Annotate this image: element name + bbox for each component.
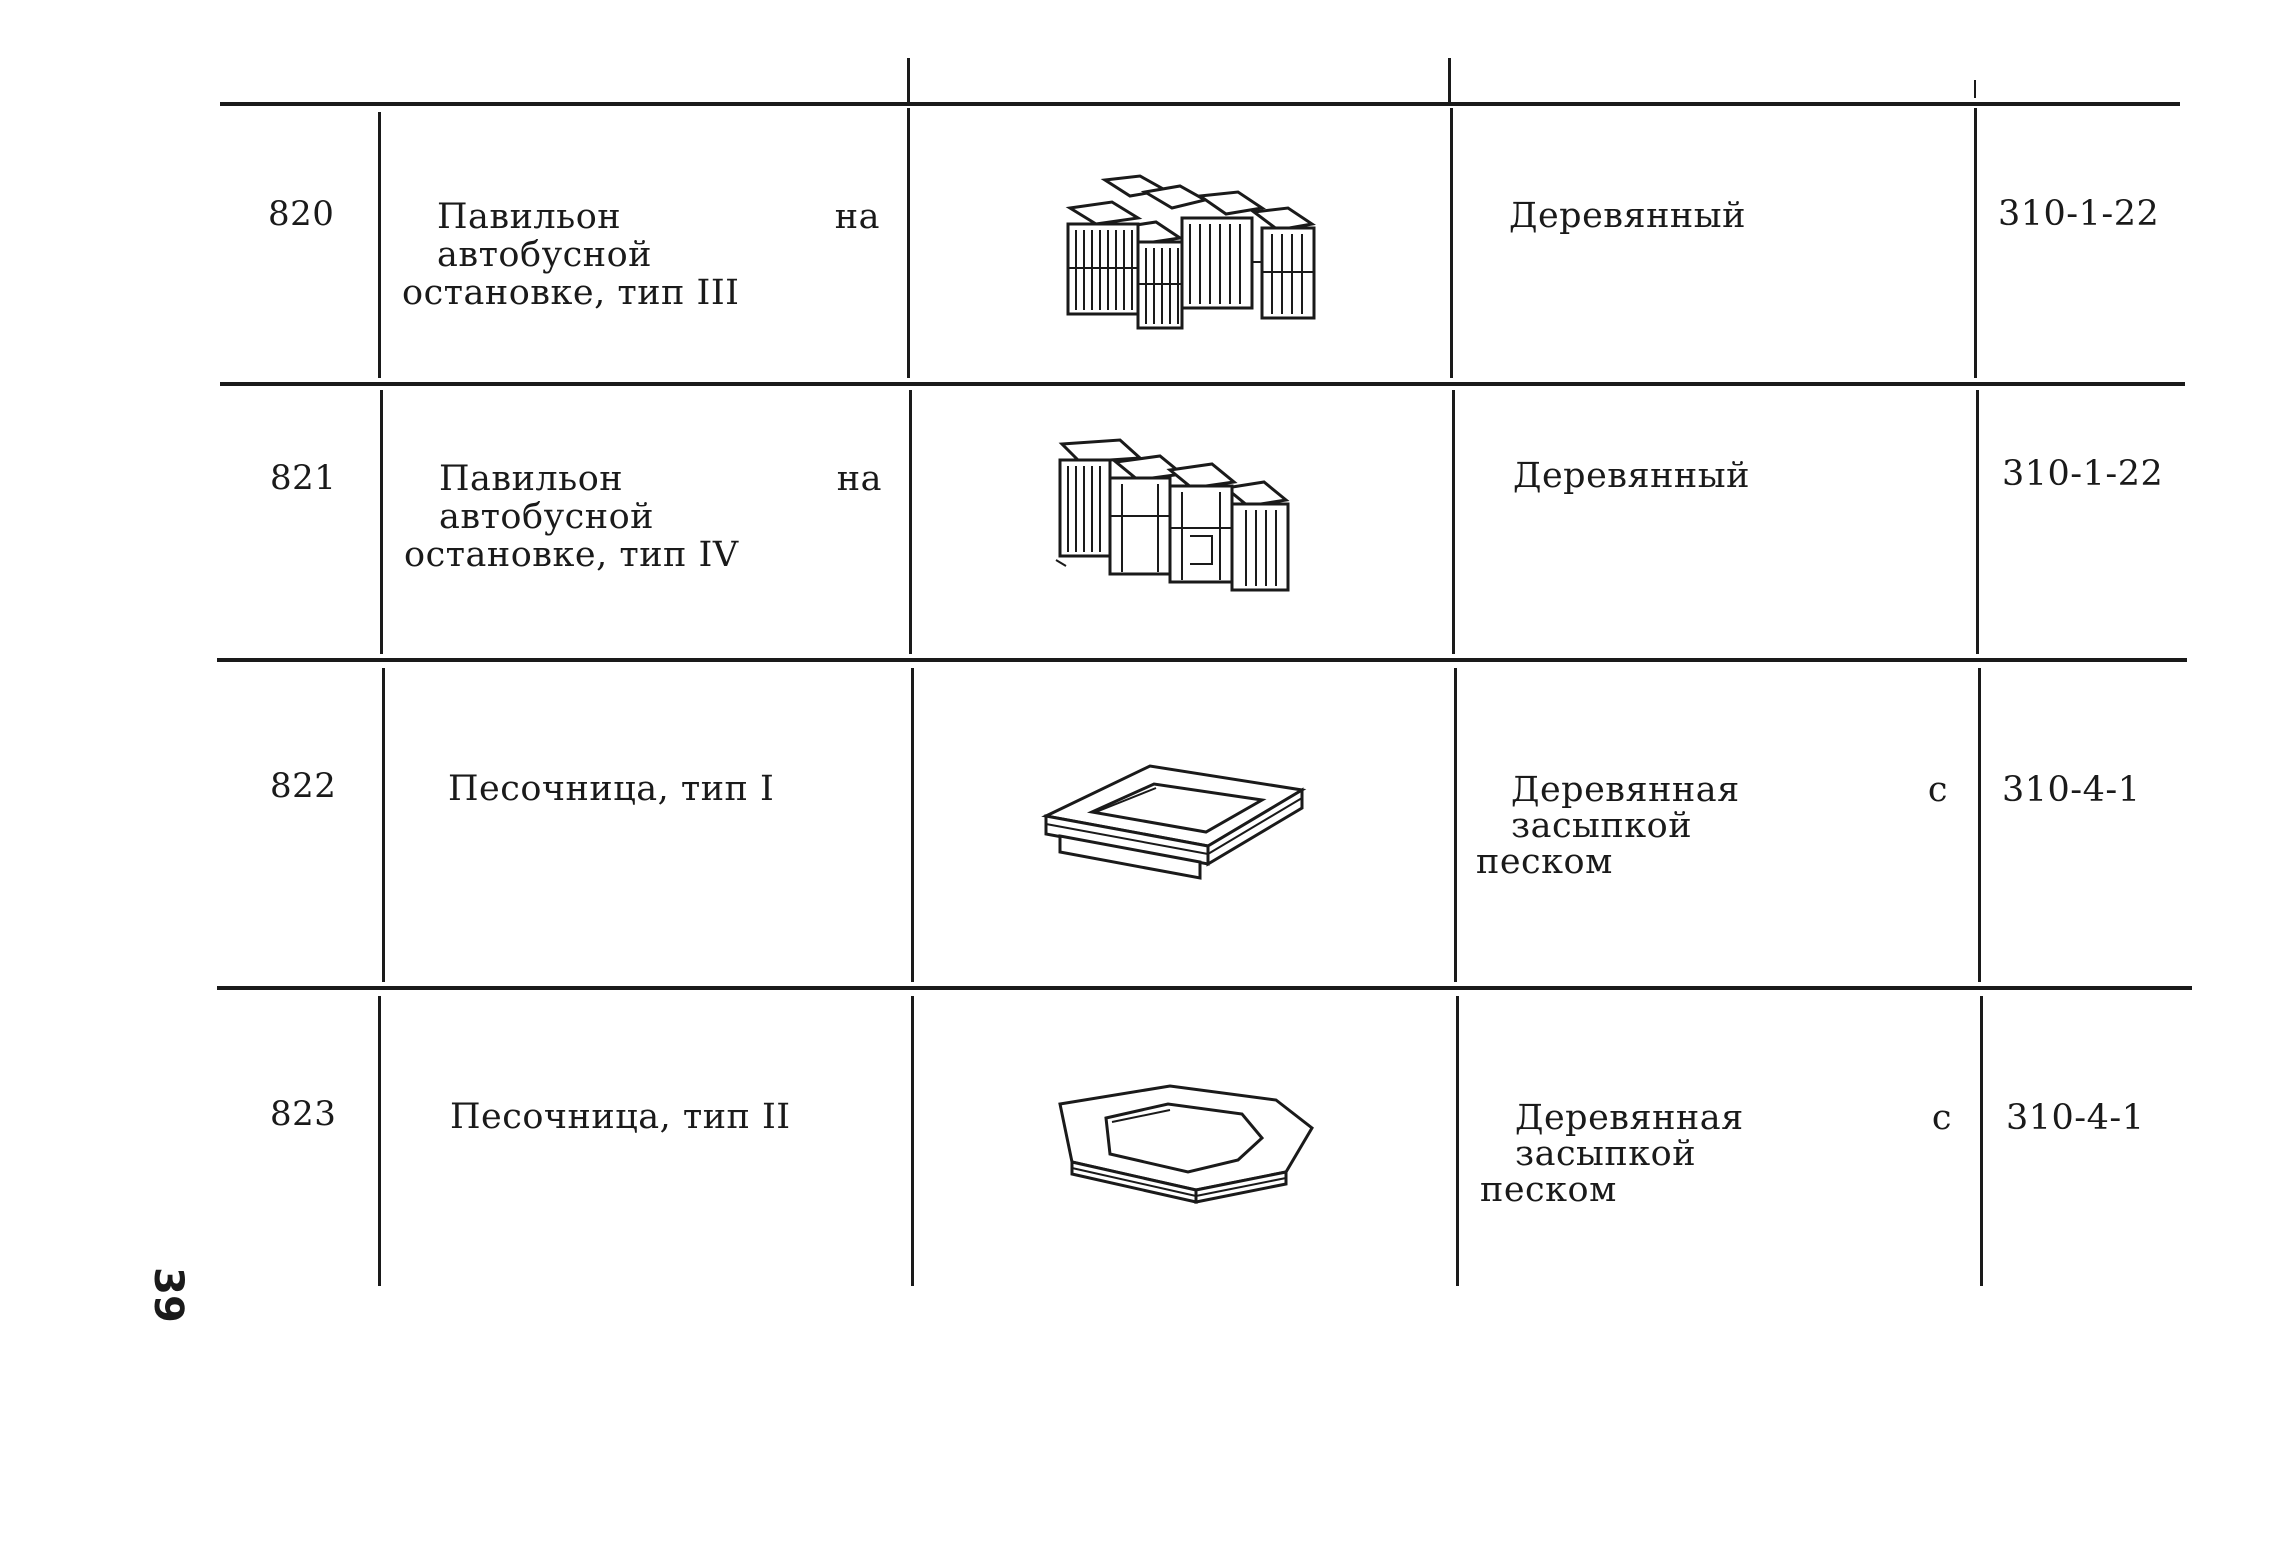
material-description: Деревянная с засыпкой песком — [1480, 1100, 1952, 1208]
column-divider — [1452, 390, 1455, 654]
item-name-line: Павильон на автобусной — [439, 459, 882, 537]
item-name: Песочница, тип I — [400, 770, 878, 808]
material-line: песком — [1476, 842, 1613, 882]
column-divider — [1978, 668, 1981, 982]
material-line: песком — [1480, 1170, 1617, 1210]
column-divider — [907, 108, 910, 378]
column-divider — [1974, 108, 1977, 378]
material-line: Деревянная с засыпкой — [1511, 770, 1948, 846]
item-name-line: Песочница, тип I — [448, 769, 775, 809]
bus-shelter-type-3-drawing — [1065, 174, 1316, 330]
material-line: Деревянный — [1513, 456, 1750, 496]
row-number: 822 — [270, 766, 337, 806]
item-name-line: остановке, тип III — [402, 273, 740, 313]
column-divider — [1976, 390, 1979, 654]
header-divider — [907, 58, 910, 103]
header-divider — [1974, 80, 1976, 98]
column-divider — [911, 996, 914, 1286]
material-description: Деревянный — [1478, 458, 1948, 494]
item-name: Павильон на автобусной остановке, тип II… — [402, 198, 880, 312]
project-code: 310-4-1 — [2002, 770, 2141, 810]
column-divider — [1456, 996, 1459, 1286]
material-description: Деревянная с засыпкой песком — [1476, 772, 1948, 880]
column-divider — [380, 390, 383, 654]
item-name-line: остановке, тип IV — [404, 535, 739, 575]
column-divider — [909, 390, 912, 654]
table-rule — [217, 658, 2187, 662]
table-rule — [220, 382, 2185, 386]
bus-shelter-type-4-drawing — [1055, 438, 1290, 592]
hexagonal-sandbox-drawing — [1058, 1084, 1314, 1204]
material-line: Деревянная с засыпкой — [1515, 1098, 1952, 1174]
project-code: 310-1-22 — [1998, 194, 2160, 234]
column-divider — [911, 668, 914, 982]
header-divider — [1448, 58, 1451, 103]
column-divider — [378, 112, 381, 378]
row-number: 820 — [268, 194, 335, 234]
table-rule — [217, 986, 2192, 990]
column-divider — [1980, 996, 1983, 1286]
item-name-line: Песочница, тип II — [450, 1097, 791, 1137]
row-number: 821 — [270, 458, 337, 498]
row-number: 823 — [270, 1094, 337, 1134]
item-name: Песочница, тип II — [402, 1098, 880, 1136]
material-description: Деревянный — [1474, 198, 1944, 234]
project-code: 310-1-22 — [2002, 454, 2164, 494]
item-name: Павильон на автобусной остановке, тип IV — [404, 460, 882, 574]
page-number: 39 — [145, 1267, 191, 1323]
column-divider — [382, 668, 385, 982]
column-divider — [1454, 668, 1457, 982]
rectangular-sandbox-drawing — [1041, 764, 1307, 880]
column-divider — [1450, 108, 1453, 378]
material-line: Деревянный — [1509, 196, 1746, 236]
item-name-line: Павильон на автобусной — [437, 197, 880, 275]
table-rule — [220, 102, 2180, 106]
project-code: 310-4-1 — [2006, 1098, 2145, 1138]
column-divider — [378, 996, 381, 1286]
